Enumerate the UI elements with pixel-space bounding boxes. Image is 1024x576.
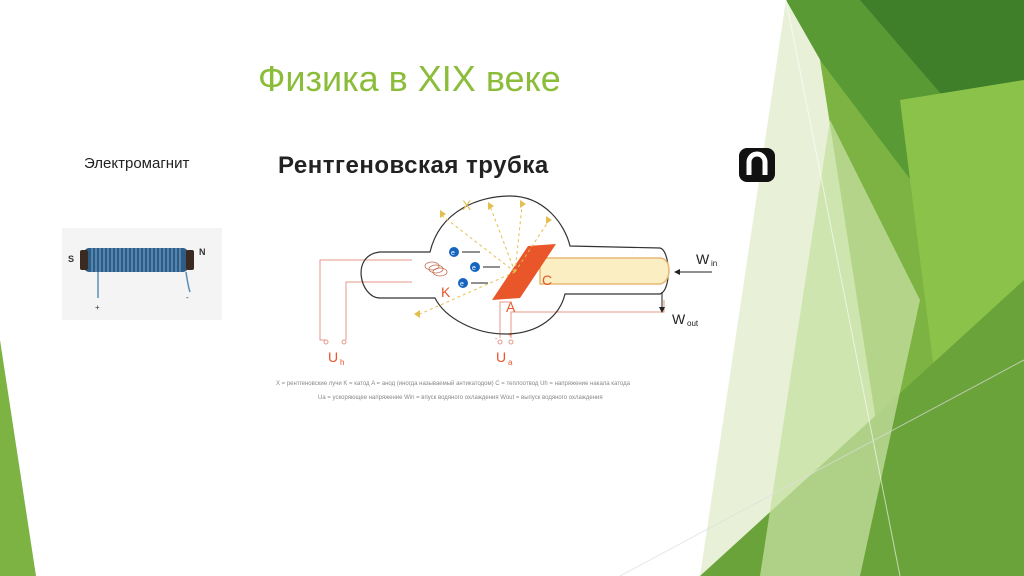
diagram-legend-line-2: Ua = ускоряющее напряжение Win = впуск в… [318,395,603,401]
electromagnet-caption: Электромагнит [84,155,190,172]
glass-envelope [360,195,669,335]
electron-label-1: e [451,250,455,257]
label-uh: U [328,349,338,365]
anode-plate [492,244,556,300]
ua-plus-label: + [508,332,512,339]
electron-2 [470,262,480,272]
n-logo-icon [739,148,775,182]
electron-label-3: e [460,281,464,288]
xray-beams [419,205,549,315]
terminal-ua-1 [497,339,503,345]
label-ua: U [496,349,506,365]
ua-minus-label: - [495,336,498,343]
terminal-uh-1 [323,339,329,345]
label-wout: W [672,311,686,327]
electron-1 [449,247,459,257]
circuit-wires [319,259,665,341]
label-wout-sub: out [687,319,699,328]
minus-terminal-label: - [186,293,189,302]
cathode-filament-coil [424,261,448,277]
diagram-legend-line-1: X = рентгеновские лучи K = катод A = ано… [276,381,630,387]
label-c: C [542,272,552,288]
electron-label-2: e [472,265,476,272]
xray-arrowheads [414,200,552,318]
pole-n-label: N [199,247,206,257]
label-ua-sub: a [508,358,513,367]
plus-terminal-label: + [95,303,100,312]
label-x: X [462,197,472,213]
terminal-ua-2 [508,339,514,345]
electron-beam: e e e [449,247,500,288]
label-win: W [696,251,710,267]
heat-sink-tube [539,257,670,285]
pole-s-label: S [68,254,74,264]
label-a: A [506,299,516,315]
terminal-uh-2 [341,339,347,345]
label-win-sub: in [711,259,717,268]
electron-3 [458,278,468,288]
label-uh-sub: h [340,358,344,367]
slide-title: Физика в XIX веке [258,58,561,99]
label-k: K [441,284,451,300]
xray-tube-title: Рентгеновская трубка [278,152,549,179]
